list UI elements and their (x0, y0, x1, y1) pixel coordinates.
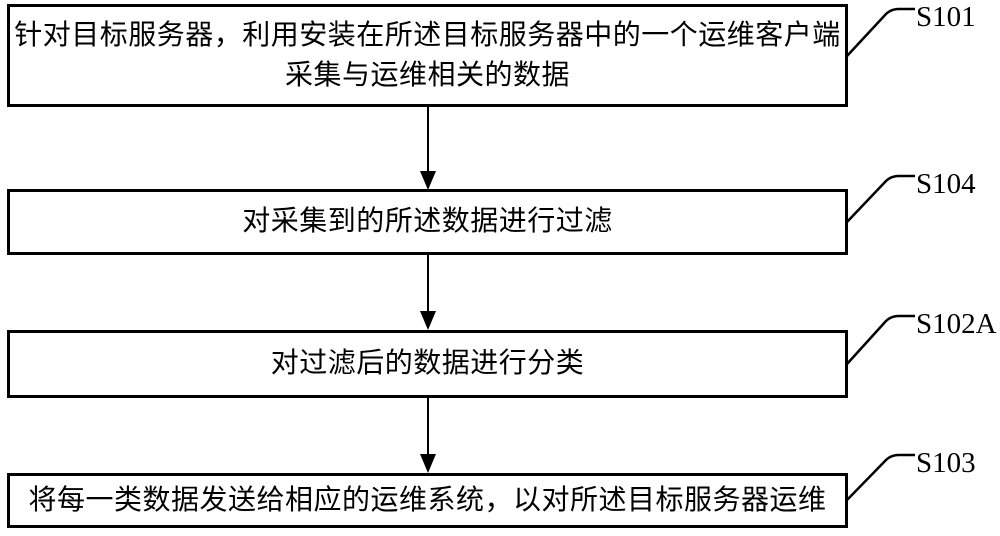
leader-line-s102a (846, 314, 915, 365)
step-label-s104: S104 (916, 168, 976, 200)
leader-line-s104 (846, 174, 915, 223)
step-label-s102a: S102A (916, 308, 997, 340)
step-label-s103: S103 (916, 447, 976, 479)
flow-step-box-s101: 针对目标服务器，利用安装在所述目标服务器中的一个运维客户端 采集与运维相关的数据 (7, 4, 848, 107)
leader-line-s101 (846, 7, 915, 57)
flow-step-box-s104: 对采集到的所述数据进行过滤 (7, 189, 848, 255)
arrow-head-icon (420, 311, 436, 330)
leader-line-s103 (846, 453, 915, 501)
arrow-head-icon (420, 454, 436, 473)
flow-step-box-s103: 将每一类数据发送给相应的运维系统，以对所述目标服务器运维 (7, 473, 848, 528)
step-label-s101: S101 (916, 1, 976, 33)
arrow-head-icon (420, 171, 436, 190)
flow-step-box-s102a: 对过滤后的数据进行分类 (7, 330, 848, 398)
